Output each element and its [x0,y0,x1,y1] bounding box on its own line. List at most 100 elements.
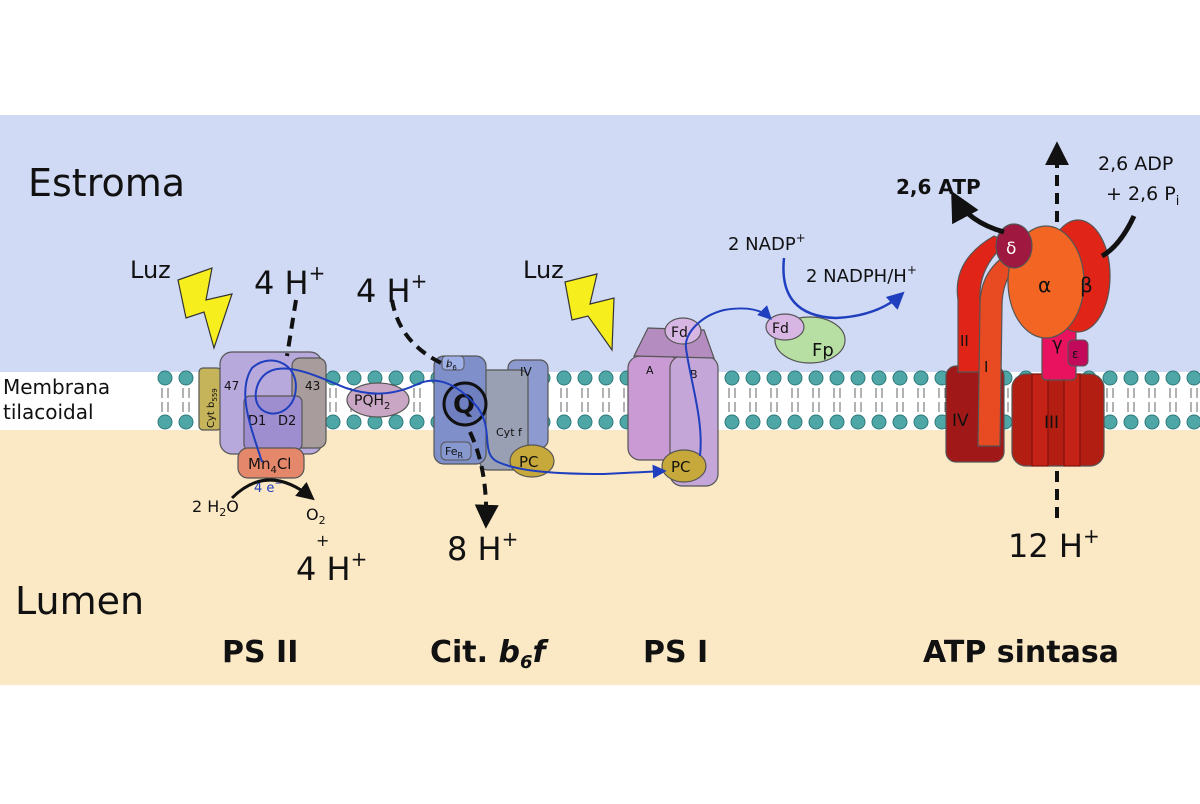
lipid-head [1165,370,1181,386]
psii-title: PS II [222,635,298,670]
cyt-fe-r-tag [440,441,472,461]
lipid-head [1102,414,1118,430]
lipid-head [556,370,572,386]
lipid-head [829,414,845,430]
pi-label: + 2,6 Pi [1106,183,1179,209]
water-label: 2 H2O [192,497,239,519]
lipid-head [388,414,404,430]
psii-d1-label: D1 [248,414,266,429]
lipid-head [157,370,173,386]
lumen-region [0,430,1200,685]
lipid-head [178,414,194,430]
lipid-head [409,414,425,430]
lightning-bolt-icon [564,273,615,352]
atp-epsilon-label: ε [1072,347,1079,361]
stroma-label: Estroma [28,161,185,205]
quinone-site [442,381,488,427]
fnr-fp-label: Fp [812,340,834,361]
adp-label: 2,6 ADP [1098,153,1173,175]
lipid-head [346,414,362,430]
lipid-head [1102,370,1118,386]
membrane-label: Membrana [3,375,110,399]
lipid-head [913,414,929,430]
atp-product-label: 2,6 ATP [896,175,981,199]
lumen-label: Lumen [15,579,144,623]
water-split-arrow [230,478,315,501]
electron-transport-path [244,359,667,479]
atp-iii-label: III [1044,413,1059,433]
lipid-head [346,370,362,386]
cyt-fe-label: FeR [445,445,464,460]
adp-binding-arrow [1100,214,1137,259]
light-label-right: Luz [523,256,564,284]
atp-alpha-label: α [1038,273,1051,297]
lipid-head [577,370,593,386]
lipid-head [1186,370,1200,386]
photosystem-i: Fd A B PC [627,317,719,487]
atp-synthase: α β γ ε δ II I IV III 2,6 ATP 2,6 ADP + … [896,153,1179,467]
psii-d2-label: D2 [278,414,296,429]
lipid-head [850,370,866,386]
lipid-head [1165,414,1181,430]
mn-cluster [237,447,305,479]
plastoquinol-label: PQH2 [354,393,390,412]
atp-delta-label: δ [1006,239,1016,259]
lipid-head [1123,414,1139,430]
cyt-iv-label: IV [520,365,533,379]
atp-gamma-label: γ [1052,334,1063,355]
lipid-head [577,414,593,430]
lipid-head [598,370,614,386]
lipid-head [1144,414,1160,430]
lipid-head [850,414,866,430]
psi-electron-path [684,305,772,457]
lipid-head [808,414,824,430]
fnr-fd [765,313,805,341]
lipid-head [1144,370,1160,386]
ferredoxin-nadp-reductase: Fd Fp 2 NADP+ 2 NADPH/H+ [728,231,917,364]
lipid-head [745,414,761,430]
membrane-label-2: tilacoidal [3,400,94,424]
oxygen-label: O2 [306,505,326,527]
nadph-label: 2 NADPH/H+ [806,263,917,287]
lipid-head [871,414,887,430]
lipid-head [724,414,740,430]
lipid-head [1186,414,1200,430]
lipid-head [1123,370,1139,386]
lipid-head [787,414,803,430]
lipid-head [724,370,740,386]
psii-43-label: 43 [305,379,320,393]
psi-b-label: B [690,368,698,381]
atp-iv-label: IV [952,411,969,431]
mn-cluster-label: Mn4Cl [248,455,291,476]
atp-beta-label: β [1080,273,1093,297]
electron-count-label: 4 e− [254,479,282,496]
psii-proton-arrow [285,299,298,357]
lipid-head [556,414,572,430]
lipid-head [808,370,824,386]
nadp-reduction-arrow [782,257,905,320]
lipid-head [766,414,782,430]
atp-delta [995,223,1033,269]
lipid-head [598,414,614,430]
lipid-head [766,370,782,386]
photosystem-ii: Cyt b559 47 43 D1 D2 Mn4Cl 4 e− 2 H2O O2… [192,351,329,550]
lipid-head [829,370,845,386]
cyt-proton-out-arrow [468,431,499,529]
lipid-head [787,370,803,386]
atp-ii-label: II [960,332,969,350]
lipid-head [892,414,908,430]
ferredoxin-psi [664,317,702,345]
psi-title: PS I [643,635,708,670]
cyt-b6-label: b6 [446,359,457,372]
atp-synthase-title: ATP sintasa [923,635,1119,670]
nadp-label: 2 NADP+ [728,231,806,255]
atp-i-label: I [984,358,988,376]
atp-release-arrow [951,190,1005,235]
atp-lumen-protons: 12 H+ [1008,524,1100,565]
psii-stroma-protons: 4 H+ [254,261,325,302]
lipid-head [178,370,194,386]
light-label-left: Luz [130,256,171,284]
cyt-b6f-title: Cit. b6f [430,635,550,673]
